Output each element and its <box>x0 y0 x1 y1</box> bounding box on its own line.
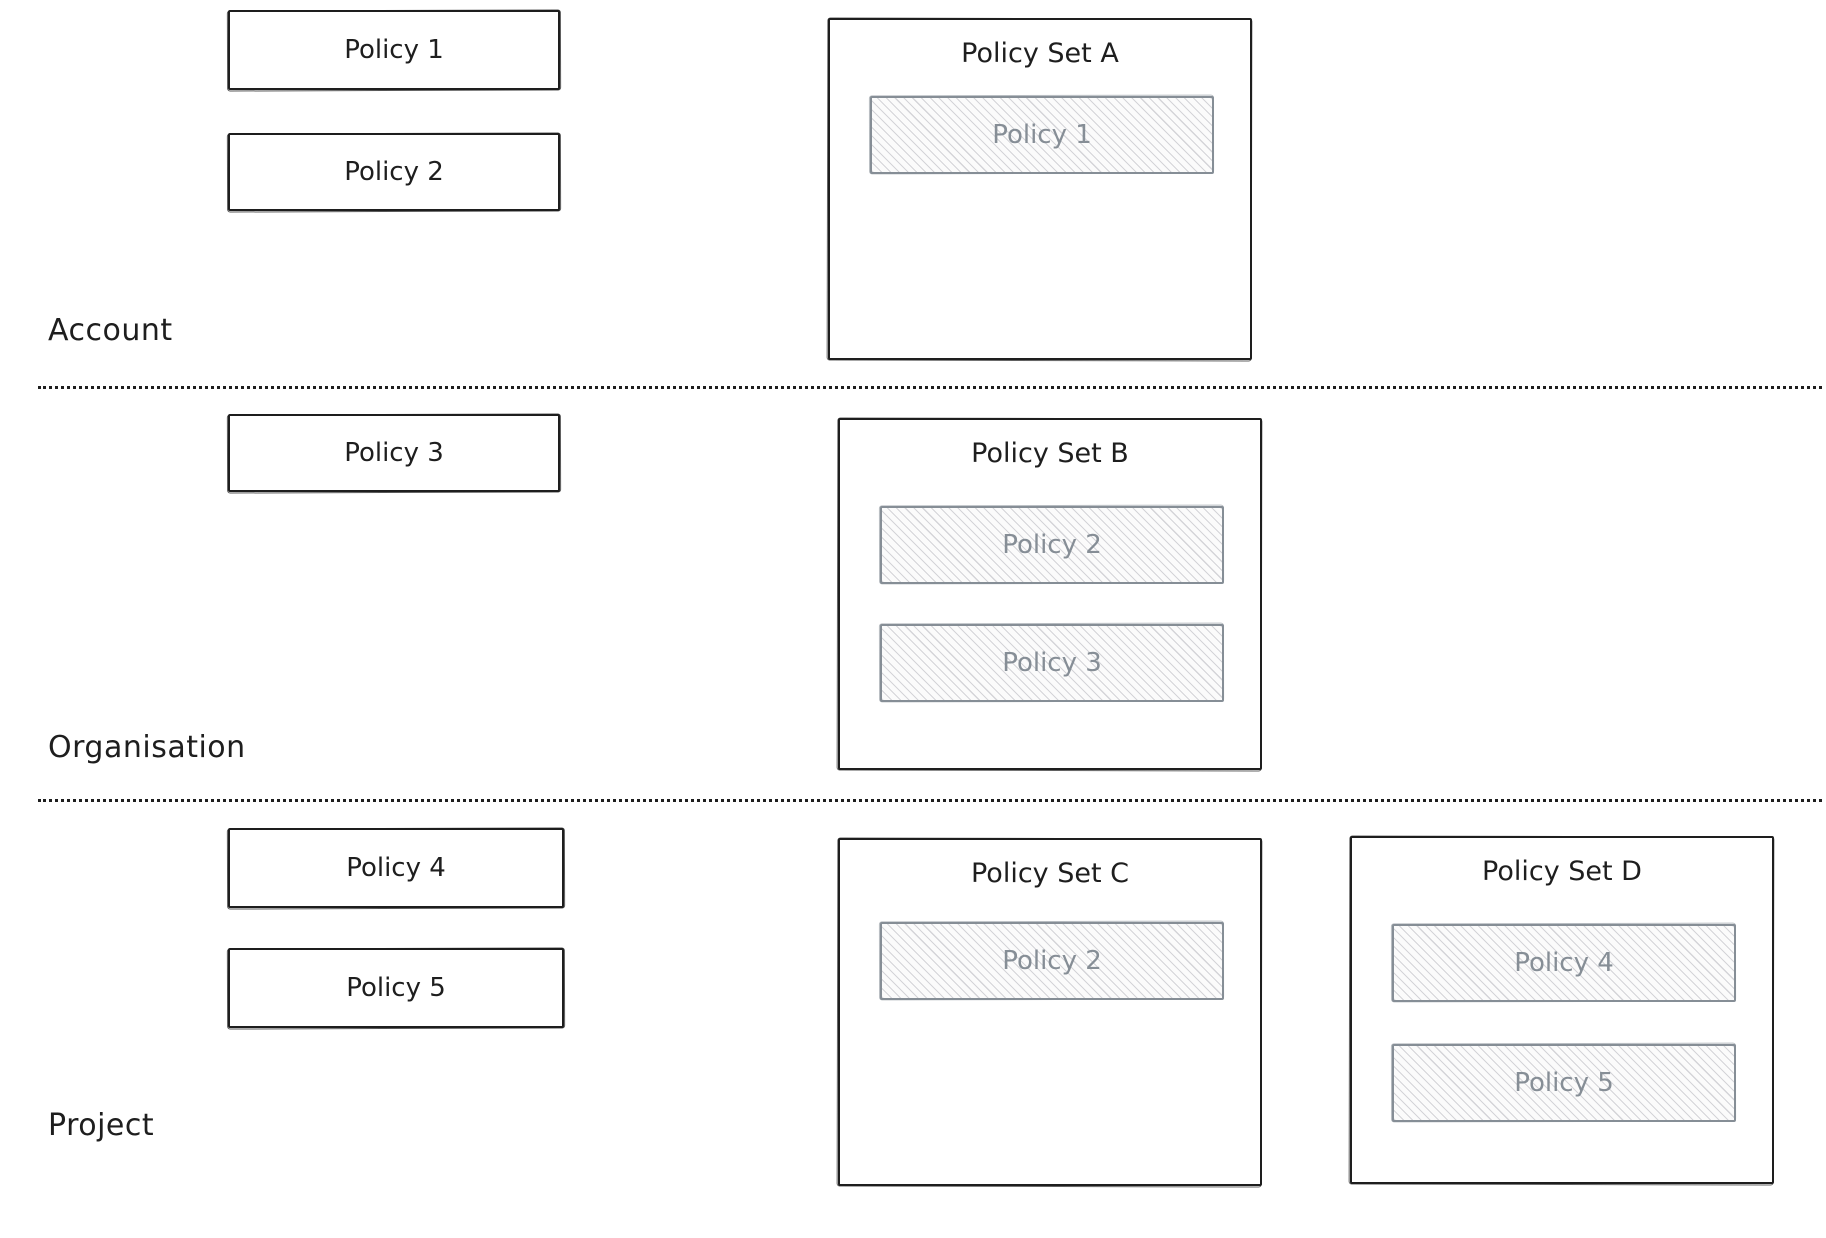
policy-chip-label: Policy 5 <box>1514 1068 1614 1098</box>
policy-set-title: Policy Set D <box>1482 856 1642 887</box>
policy-set-members: Policy 2 <box>880 922 1224 1000</box>
policy-box-label: Policy 2 <box>344 157 444 187</box>
policy-box-label: Policy 1 <box>344 35 444 65</box>
policy-set-c[interactable]: Policy Set C Policy 2 <box>838 838 1262 1186</box>
policy-box-policy-3[interactable]: Policy 3 <box>228 414 560 492</box>
policy-set-members: Policy 4 Policy 5 <box>1392 924 1736 1122</box>
policy-chip-policy-4[interactable]: Policy 4 <box>1392 924 1736 1002</box>
policy-chip-label: Policy 4 <box>1514 948 1614 978</box>
policy-set-d[interactable]: Policy Set D Policy 4 Policy 5 <box>1350 836 1774 1184</box>
policy-set-title: Policy Set C <box>970 858 1130 889</box>
policy-chip-label: Policy 3 <box>1002 648 1102 678</box>
policy-set-members: Policy 2 Policy 3 <box>880 506 1224 702</box>
policy-chip-label: Policy 1 <box>992 120 1092 150</box>
tier-label-organisation: Organisation <box>48 730 246 765</box>
policy-set-members: Policy 1 <box>870 96 1214 174</box>
tier-label-account: Account <box>48 313 173 348</box>
policy-box-label: Policy 5 <box>346 973 446 1003</box>
policy-chip-label: Policy 2 <box>1002 530 1102 560</box>
policy-set-title: Policy Set B <box>971 438 1129 469</box>
policy-box-label: Policy 4 <box>346 853 446 883</box>
policy-chip-policy-2[interactable]: Policy 2 <box>880 506 1224 584</box>
policy-set-a[interactable]: Policy Set A Policy 1 <box>828 18 1252 360</box>
policy-set-b[interactable]: Policy Set B Policy 2 Policy 3 <box>838 418 1262 770</box>
policy-chip-policy-2[interactable]: Policy 2 <box>880 922 1224 1000</box>
policy-chip-label: Policy 2 <box>1002 946 1102 976</box>
policy-box-policy-1[interactable]: Policy 1 <box>228 10 560 90</box>
policy-box-policy-5[interactable]: Policy 5 <box>228 948 564 1028</box>
policy-chip-policy-5[interactable]: Policy 5 <box>1392 1044 1736 1122</box>
policy-set-title: Policy Set A <box>961 38 1119 69</box>
policy-box-policy-4[interactable]: Policy 4 <box>228 828 564 908</box>
policy-box-policy-2[interactable]: Policy 2 <box>228 133 560 211</box>
divider-organisation-project <box>38 799 1822 802</box>
policy-chip-policy-1[interactable]: Policy 1 <box>870 96 1214 174</box>
tier-label-project: Project <box>48 1108 155 1143</box>
policy-box-label: Policy 3 <box>344 438 444 468</box>
policy-chip-policy-3[interactable]: Policy 3 <box>880 624 1224 702</box>
divider-account-organisation <box>38 386 1822 389</box>
